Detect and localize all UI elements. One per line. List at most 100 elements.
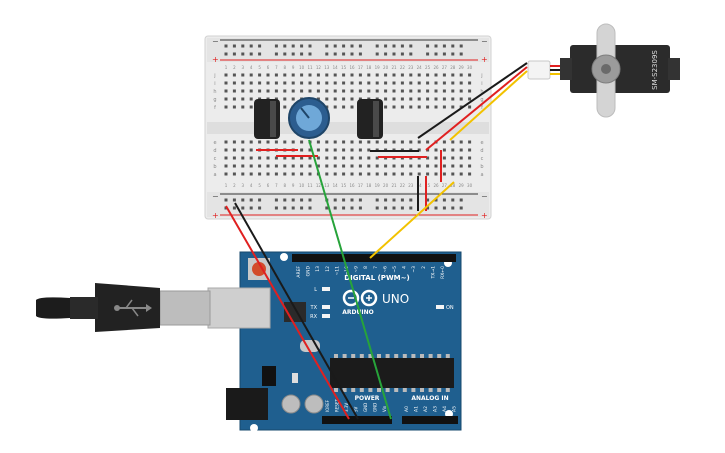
terminal-hole[interactable] bbox=[249, 105, 253, 109]
terminal-hole[interactable] bbox=[232, 89, 236, 93]
terminal-hole[interactable] bbox=[434, 172, 438, 176]
rail-hole[interactable] bbox=[426, 206, 430, 210]
terminal-hole[interactable] bbox=[367, 73, 371, 77]
terminal-hole[interactable] bbox=[316, 164, 320, 168]
terminal-hole[interactable] bbox=[232, 73, 236, 77]
terminal-hole[interactable] bbox=[417, 140, 421, 144]
terminal-hole[interactable] bbox=[384, 105, 388, 109]
terminal-hole[interactable] bbox=[342, 164, 346, 168]
terminal-hole[interactable] bbox=[274, 164, 278, 168]
rail-hole[interactable] bbox=[434, 206, 438, 210]
terminal-hole[interactable] bbox=[358, 172, 362, 176]
terminal-hole[interactable] bbox=[392, 73, 396, 77]
terminal-hole[interactable] bbox=[291, 89, 295, 93]
terminal-hole[interactable] bbox=[241, 97, 245, 101]
terminal-hole[interactable] bbox=[325, 156, 329, 160]
potentiometer[interactable] bbox=[288, 97, 330, 139]
terminal-hole[interactable] bbox=[333, 105, 337, 109]
rail-hole[interactable] bbox=[333, 206, 337, 210]
terminal-hole[interactable] bbox=[417, 81, 421, 85]
terminal-hole[interactable] bbox=[283, 140, 287, 144]
usb-port[interactable] bbox=[207, 287, 271, 329]
rail-hole[interactable] bbox=[459, 44, 463, 48]
terminal-hole[interactable] bbox=[358, 164, 362, 168]
rail-hole[interactable] bbox=[342, 44, 346, 48]
terminal-hole[interactable] bbox=[375, 140, 379, 144]
terminal-hole[interactable] bbox=[224, 148, 228, 152]
rail-hole[interactable] bbox=[350, 206, 354, 210]
terminal-hole[interactable] bbox=[459, 172, 463, 176]
terminal-hole[interactable] bbox=[224, 172, 228, 176]
terminal-hole[interactable] bbox=[350, 148, 354, 152]
terminal-hole[interactable] bbox=[459, 89, 463, 93]
terminal-hole[interactable] bbox=[468, 89, 472, 93]
rail-hole[interactable] bbox=[333, 44, 337, 48]
terminal-hole[interactable] bbox=[224, 81, 228, 85]
terminal-hole[interactable] bbox=[367, 140, 371, 144]
terminal-hole[interactable] bbox=[426, 172, 430, 176]
terminal-hole[interactable] bbox=[367, 81, 371, 85]
terminal-hole[interactable] bbox=[224, 105, 228, 109]
rail-hole[interactable] bbox=[375, 206, 379, 210]
terminal-hole[interactable] bbox=[316, 81, 320, 85]
terminal-hole[interactable] bbox=[451, 105, 455, 109]
rail-hole[interactable] bbox=[392, 206, 396, 210]
terminal-hole[interactable] bbox=[468, 172, 472, 176]
rail-hole[interactable] bbox=[434, 198, 438, 202]
rail-hole[interactable] bbox=[333, 52, 337, 56]
terminal-hole[interactable] bbox=[291, 81, 295, 85]
terminal-hole[interactable] bbox=[350, 97, 354, 101]
terminal-hole[interactable] bbox=[291, 97, 295, 101]
terminal-hole[interactable] bbox=[358, 140, 362, 144]
terminal-hole[interactable] bbox=[350, 105, 354, 109]
terminal-hole[interactable] bbox=[426, 97, 430, 101]
terminal-hole[interactable] bbox=[266, 89, 270, 93]
terminal-hole[interactable] bbox=[316, 73, 320, 77]
rail-hole[interactable] bbox=[451, 198, 455, 202]
terminal-hole[interactable] bbox=[384, 172, 388, 176]
terminal-hole[interactable] bbox=[400, 164, 404, 168]
terminal-hole[interactable] bbox=[325, 140, 329, 144]
terminal-hole[interactable] bbox=[291, 140, 295, 144]
terminal-hole[interactable] bbox=[342, 81, 346, 85]
terminal-hole[interactable] bbox=[350, 164, 354, 168]
terminal-hole[interactable] bbox=[241, 172, 245, 176]
terminal-hole[interactable] bbox=[468, 156, 472, 160]
rail-hole[interactable] bbox=[392, 52, 396, 56]
terminal-hole[interactable] bbox=[358, 97, 362, 101]
terminal-hole[interactable] bbox=[342, 156, 346, 160]
rail-hole[interactable] bbox=[249, 198, 253, 202]
top-rail-holes[interactable] bbox=[224, 44, 463, 56]
terminal-hole[interactable] bbox=[392, 89, 396, 93]
terminal-hole[interactable] bbox=[325, 172, 329, 176]
terminal-hole[interactable] bbox=[409, 97, 413, 101]
rail-hole[interactable] bbox=[350, 44, 354, 48]
terminal-hole[interactable] bbox=[459, 164, 463, 168]
terminal-hole[interactable] bbox=[249, 89, 253, 93]
terminal-hole[interactable] bbox=[426, 140, 430, 144]
rail-hole[interactable] bbox=[384, 198, 388, 202]
rail-hole[interactable] bbox=[308, 44, 312, 48]
terminal-hole[interactable] bbox=[384, 140, 388, 144]
terminal-hole[interactable] bbox=[316, 140, 320, 144]
terminal-hole[interactable] bbox=[333, 156, 337, 160]
terminal-hole[interactable] bbox=[308, 89, 312, 93]
servo-power-wire[interactable] bbox=[425, 66, 528, 151]
rail-hole[interactable] bbox=[350, 198, 354, 202]
rail-hole[interactable] bbox=[342, 198, 346, 202]
rail-hole[interactable] bbox=[283, 44, 287, 48]
terminal-hole[interactable] bbox=[384, 73, 388, 77]
terminal-hole[interactable] bbox=[358, 81, 362, 85]
terminal-hole[interactable] bbox=[266, 172, 270, 176]
terminal-hole[interactable] bbox=[451, 97, 455, 101]
terminal-hole[interactable] bbox=[258, 89, 262, 93]
rail-hole[interactable] bbox=[300, 44, 304, 48]
terminal-hole[interactable] bbox=[342, 148, 346, 152]
reset-button[interactable] bbox=[252, 262, 266, 276]
terminal-hole[interactable] bbox=[333, 164, 337, 168]
rail-hole[interactable] bbox=[342, 52, 346, 56]
terminal-hole[interactable] bbox=[333, 89, 337, 93]
rail-hole[interactable] bbox=[459, 206, 463, 210]
terminal-hole[interactable] bbox=[224, 156, 228, 160]
